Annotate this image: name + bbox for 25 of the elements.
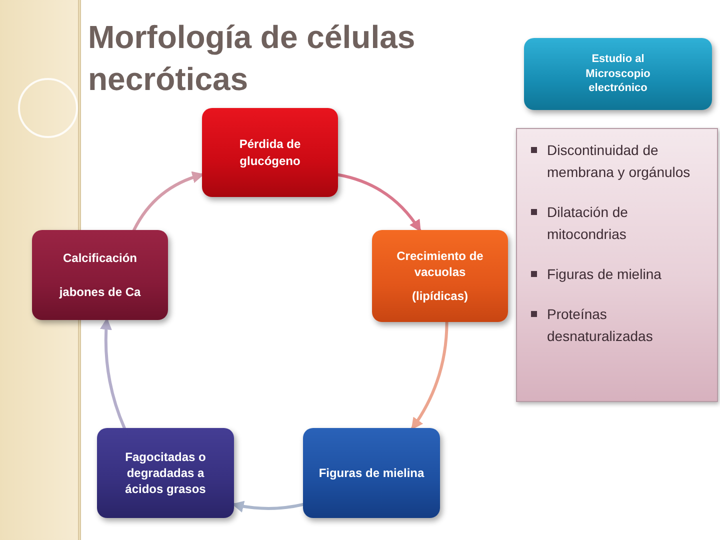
arrow [232,500,304,512]
list-item-text: Proteínas desnaturalizadas [547,305,654,346]
arrow [100,318,126,430]
node-label: Fagocitadas o degradadas a ácidos grasos [124,448,207,498]
list-item-text: Discontinuidad de membrana y orgánulos [547,141,692,182]
node-label: jabones de Ca [59,284,141,300]
list-item-text: Dilatación de mitocondrias [547,203,629,244]
list-item-text: Figuras de mielina [547,265,662,284]
process-box [372,230,508,322]
node-label: Estudio al Microscopio electrónico [584,52,652,96]
node-label: (lipídicas) [412,288,468,304]
slide-title: Morfología de células necróticas [88,18,416,99]
arrow [411,320,448,430]
node-label: Pérdida de glucógeno [238,136,302,169]
process-box [32,230,168,320]
process-box [303,428,440,518]
process-box [97,428,234,518]
arrow [132,172,204,232]
process-box [202,108,338,197]
bullet-list-panel [516,128,718,402]
node-label: Crecimiento de vacuolas [396,248,484,280]
node-label: Calcificación [62,250,138,266]
info-box [524,38,712,110]
arrow [336,173,422,232]
node-label: Figuras de mielina [318,464,424,482]
